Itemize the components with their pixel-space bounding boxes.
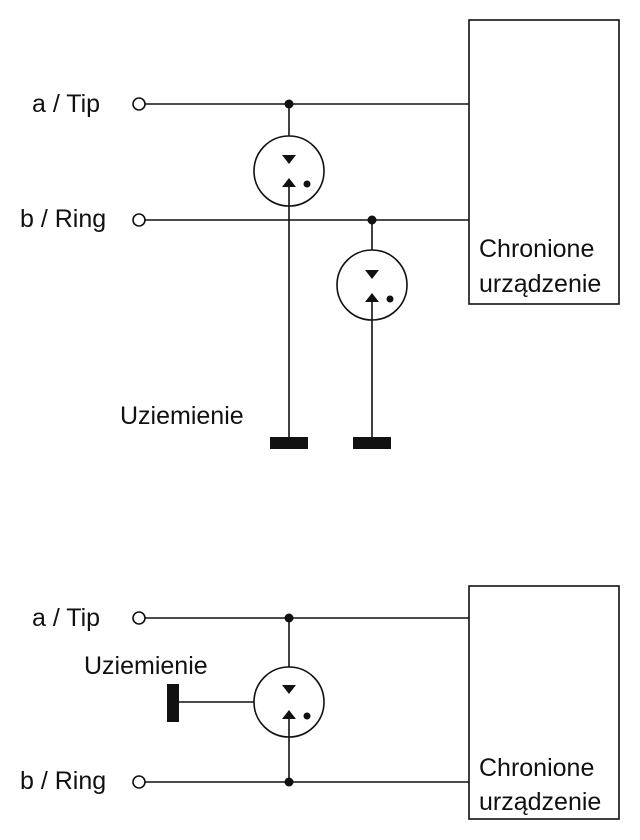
top-device-label-line2: urządzenie <box>479 270 601 298</box>
top-protected-device-box <box>468 19 620 305</box>
bottom-ground-bar <box>167 684 179 722</box>
top-tip-label: a / Tip <box>32 90 100 118</box>
bottom-protected-device-box <box>468 585 620 820</box>
bottom-diagram: Chronione urządzenie a / Tip b / Ring Uz… <box>20 585 620 820</box>
top-ring-terminal <box>132 213 146 227</box>
bottom-ground-label: Uziemienie <box>84 652 208 680</box>
bottom-device-label-line1: Chronione <box>479 754 594 782</box>
top-tip-terminal <box>132 97 146 111</box>
top-ring-label: b / Ring <box>20 205 106 233</box>
bottom-gas-arrester <box>178 618 325 782</box>
top-device-label-line1: Chronione <box>479 235 594 263</box>
top-ground-bar-2 <box>353 437 391 449</box>
top-ground-label: Uziemienie <box>120 402 244 430</box>
top-ground-bar-1 <box>270 437 308 449</box>
bottom-ring-label: b / Ring <box>20 767 106 795</box>
bottom-tip-label: a / Tip <box>32 604 100 632</box>
top-diagram: Chronione urządzenie a / Tip b / Ring <box>20 19 620 449</box>
bottom-tip-terminal <box>132 611 146 625</box>
top-gas-arrester-2 <box>336 220 408 438</box>
bottom-device-label-line2: urządzenie <box>479 788 601 816</box>
top-gas-arrester-1 <box>253 104 325 438</box>
bottom-ring-terminal <box>132 775 146 789</box>
